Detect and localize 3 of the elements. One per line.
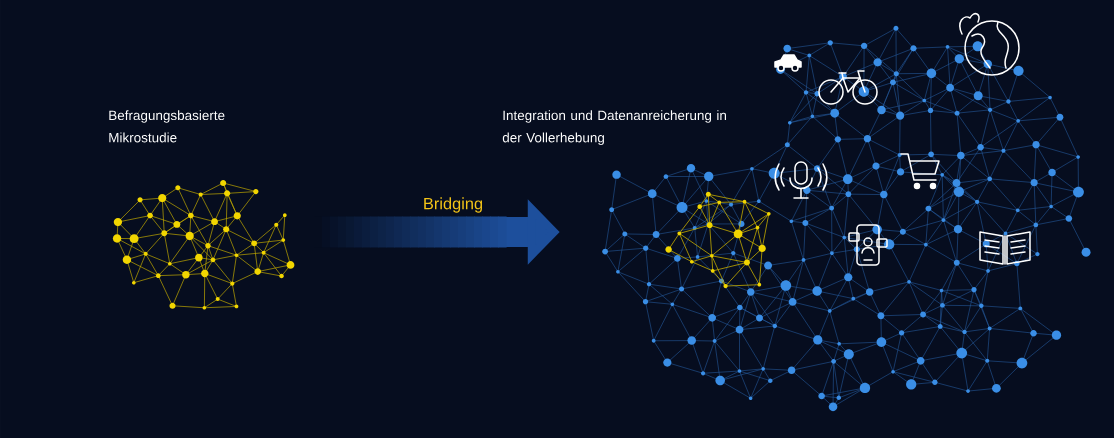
heading-text: Integration und Datenanreicherung in der Vollerhebung — [502, 110, 726, 146]
heading-text: Befragungsbasierte Mikrostudie — [109, 110, 225, 143]
edge-label: Bridging — [424, 197, 483, 213]
